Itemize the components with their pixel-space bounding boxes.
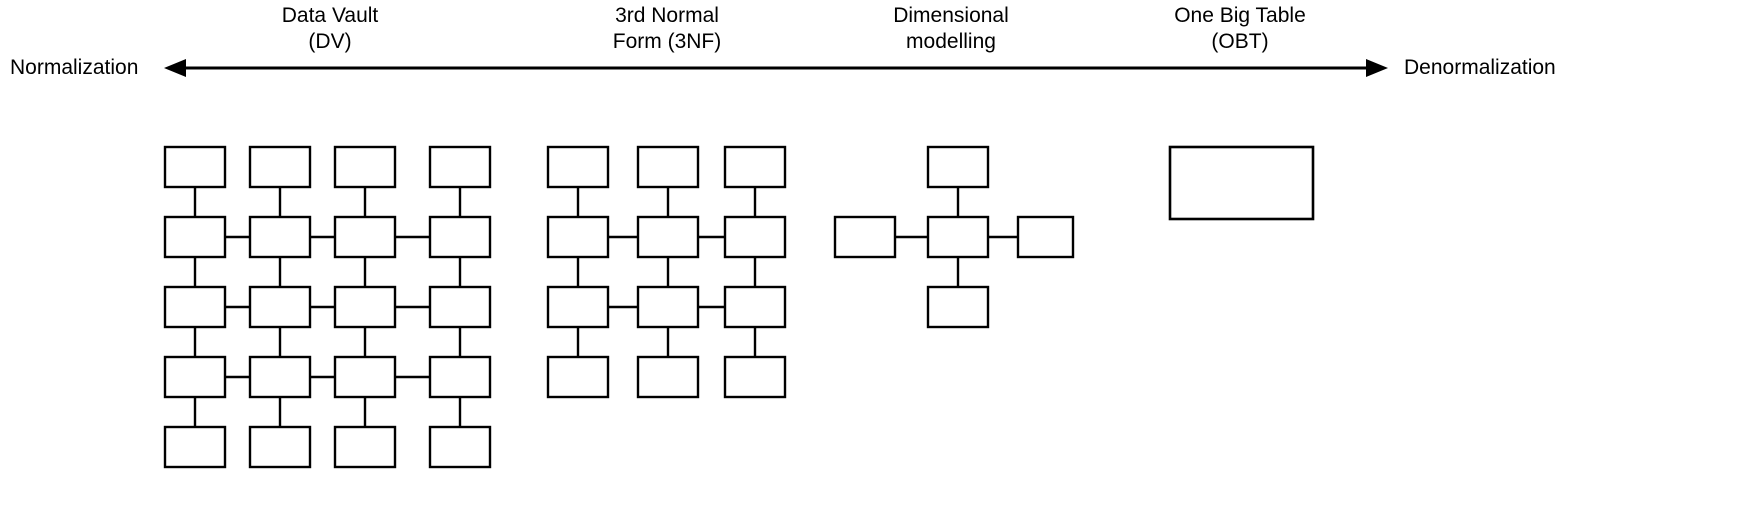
axis-label-denormalization: Denormalization xyxy=(1404,56,1556,79)
node-box-fact xyxy=(926,215,990,259)
column-header-third-normal-form: 3rd Normal Form (3NF) xyxy=(520,3,814,55)
column-header-3nf-line2: Form (3NF) xyxy=(612,30,722,53)
node-box xyxy=(723,215,787,259)
node-box xyxy=(428,215,492,259)
node-box xyxy=(723,145,787,189)
node-box xyxy=(636,355,700,399)
node-box xyxy=(636,145,700,189)
node-box xyxy=(428,425,492,469)
node-box xyxy=(723,285,787,329)
node-box xyxy=(546,145,610,189)
node-box xyxy=(546,285,610,329)
node-box xyxy=(163,215,227,259)
column-header-dimensional-line2: modelling xyxy=(906,30,996,53)
column-header-dimensional-modelling: Dimensional modelling xyxy=(820,3,1082,55)
axis-label-normalization: Normalization xyxy=(10,56,139,79)
one-big-table-box xyxy=(1168,145,1315,221)
node-box xyxy=(546,355,610,399)
column-header-3nf-line1: 3rd Normal xyxy=(615,4,719,27)
node-box xyxy=(833,215,897,259)
column-header-data-vault-line2: (DV) xyxy=(308,30,352,53)
node-box xyxy=(163,425,227,469)
column-header-data-vault-line1: Data Vault xyxy=(281,4,379,27)
data-vault-grid xyxy=(163,145,492,469)
node-box xyxy=(248,145,312,189)
column-header-data-vault: Data Vault (DV) xyxy=(180,3,480,55)
node-box xyxy=(248,425,312,469)
node-box xyxy=(333,285,397,329)
column-header-obt-line1: One Big Table xyxy=(1174,4,1306,27)
column-header-obt-line2: (OBT) xyxy=(1211,30,1269,53)
node-box xyxy=(546,215,610,259)
node-box xyxy=(428,355,492,399)
node-box xyxy=(333,215,397,259)
node-box xyxy=(333,355,397,399)
node-box xyxy=(926,145,990,189)
spectrum-double-arrow-icon xyxy=(160,52,1392,84)
node-box xyxy=(428,145,492,189)
column-header-dimensional-line1: Dimensional xyxy=(893,4,1009,27)
third-normal-form-grid xyxy=(546,145,787,399)
dimensional-modelling-star xyxy=(833,145,1075,329)
node-box xyxy=(333,145,397,189)
node-box xyxy=(636,215,700,259)
node-box xyxy=(1016,215,1075,259)
column-header-one-big-table: One Big Table (OBT) xyxy=(1120,3,1360,55)
node-box xyxy=(163,355,227,399)
node-box xyxy=(248,215,312,259)
node-box xyxy=(248,355,312,399)
node-box xyxy=(428,285,492,329)
node-box xyxy=(636,285,700,329)
node-box xyxy=(926,285,990,329)
node-box-one-big-table xyxy=(1168,145,1315,221)
node-box xyxy=(163,145,227,189)
node-box xyxy=(248,285,312,329)
node-box xyxy=(163,285,227,329)
node-box xyxy=(333,425,397,469)
node-box xyxy=(723,355,787,399)
